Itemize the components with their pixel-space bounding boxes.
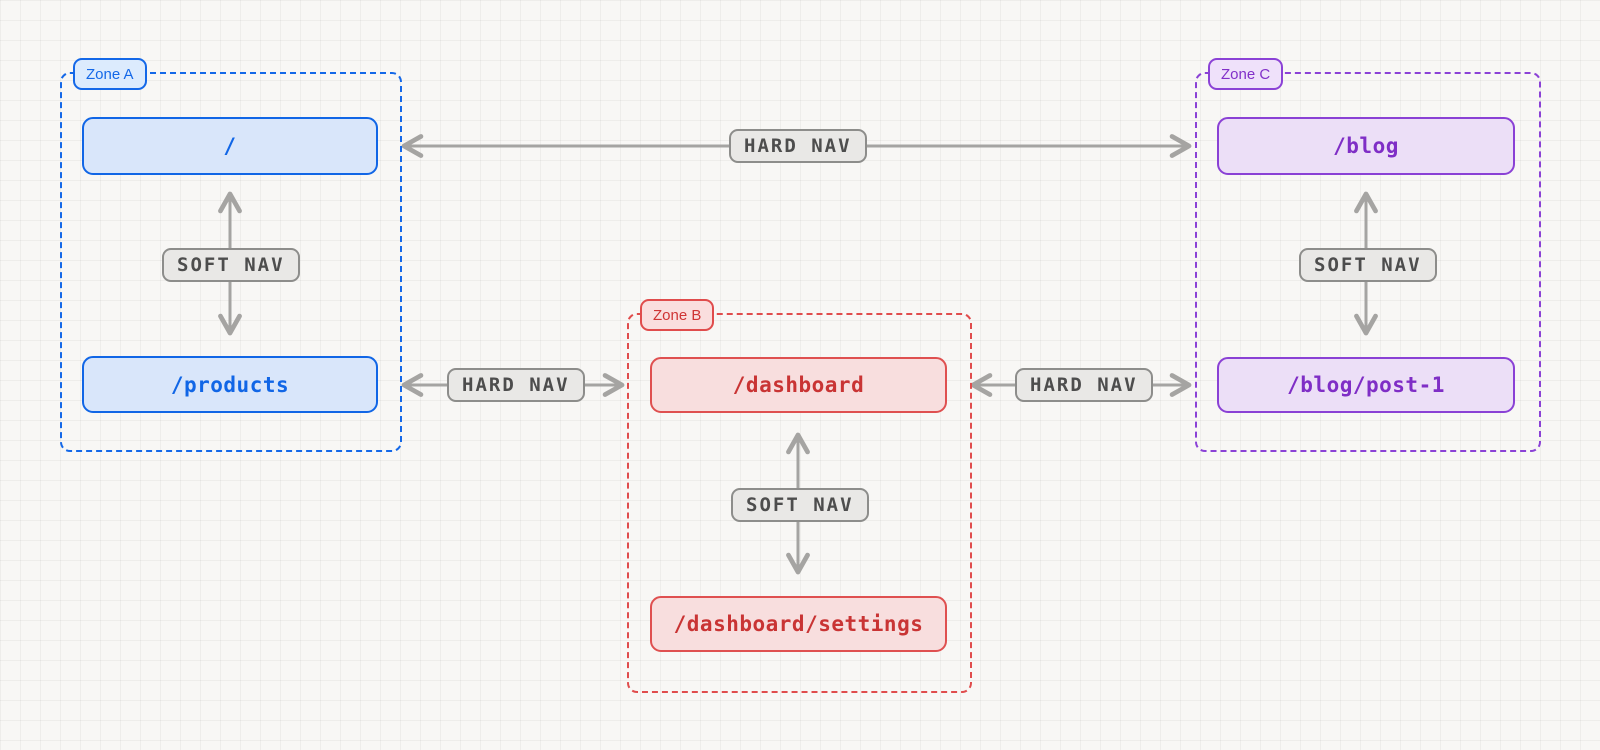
route-node-blog-post-1: /blog/post-1 [1217,357,1515,413]
hard-nav-label-dashboard-blogpost: HARD NAV [1015,368,1153,402]
route-node-root: / [82,117,378,175]
route-node-dashboard: /dashboard [650,357,947,413]
soft-nav-label-zone-c: SOFT NAV [1299,248,1437,282]
route-node-dashboard-settings: /dashboard/settings [650,596,947,652]
zone-c-container: Zone C [1195,58,1541,452]
zone-b-label: Zone B [640,299,715,331]
soft-nav-label-zone-b: SOFT NAV [731,488,869,522]
route-node-products: /products [82,356,378,413]
soft-nav-label-zone-a: SOFT NAV [162,248,300,282]
hard-nav-label-products-dashboard: HARD NAV [447,368,585,402]
zone-b-container: Zone B [627,299,972,693]
zone-a-container: Zone A [60,58,402,452]
zone-c-label: Zone C [1208,58,1284,90]
hard-nav-label-root-blog: HARD NAV [729,129,867,163]
zone-a-label: Zone A [73,58,147,90]
route-node-blog: /blog [1217,117,1515,175]
